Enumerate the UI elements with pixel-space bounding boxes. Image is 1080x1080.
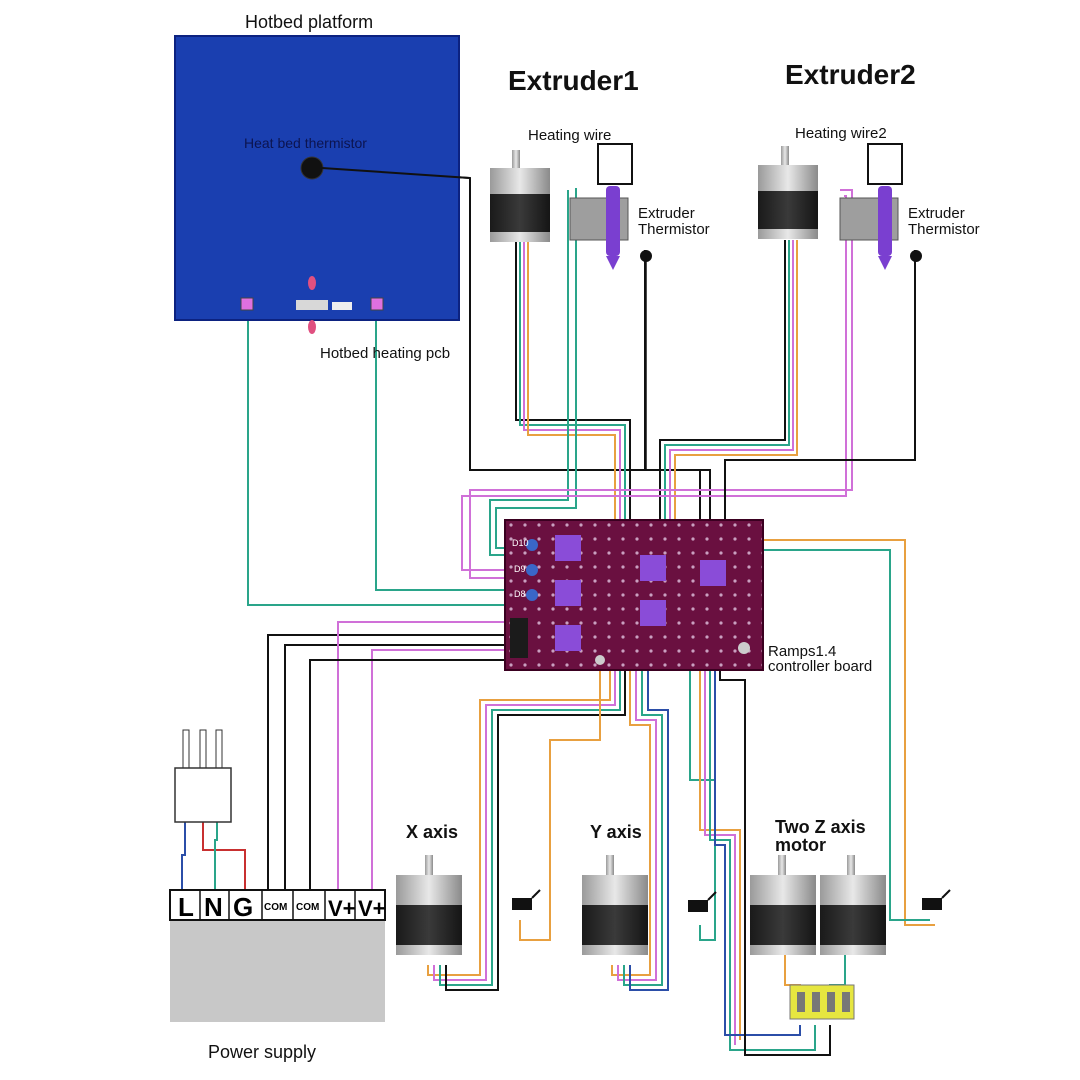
ramps-label-1: Ramps1.4 (768, 643, 836, 660)
extruder2-hotend (839, 143, 922, 270)
extruder1-title: Extruder1 (508, 65, 639, 96)
z-motor-splitter (789, 984, 855, 1020)
power-supply (169, 889, 386, 1022)
extruder2-title: Extruder2 (785, 59, 916, 90)
hotbed-heating-pcb-label: Hotbed heating pcb (320, 345, 450, 362)
extruder1-hotend (569, 143, 652, 470)
x-axis-label: X axis (406, 822, 458, 842)
z-axis-motor-2 (820, 855, 886, 955)
psu-terminals: L N G COM COM V+ V+ (178, 890, 386, 922)
heating-wire-label: Heating wire (528, 127, 611, 144)
terminal-v-plus-1: V+ (328, 896, 356, 921)
ramps-board (504, 519, 764, 671)
heating-wire2-label: Heating wire2 (795, 125, 887, 142)
terminal-l: L (178, 892, 194, 922)
extruder1-thermistor-label-2: Thermistor (638, 221, 710, 238)
board-d9-label: D9 (514, 564, 526, 574)
hotbed-platform-label: Hotbed platform (245, 12, 373, 32)
extruder2-thermistor-label-1: Extruder (908, 205, 965, 222)
y-axis-motor (582, 855, 648, 955)
board-d8-label: D8 (514, 589, 526, 599)
hotbed-platform (174, 35, 471, 334)
power-plug (174, 729, 232, 823)
y-axis-label: Y axis (590, 822, 642, 842)
board-d10-label: D10 (512, 538, 529, 548)
terminal-com-1: COM (264, 902, 287, 913)
heat-bed-thermistor-label: Heat bed thermistor (244, 135, 367, 151)
power-supply-label: Power supply (208, 1042, 316, 1062)
extruder1-thermistor-label-1: Extruder (638, 205, 695, 222)
z-axis-label-1: Two Z axis (775, 817, 866, 837)
terminal-g: G (233, 892, 253, 922)
z-axis-motor-1 (750, 855, 816, 955)
ramps-label-2: controller board (768, 658, 872, 675)
x-axis-motor (396, 855, 462, 955)
extruder2-motor (758, 146, 818, 239)
z-axis-label-2: motor (775, 835, 826, 855)
z-endstop (922, 889, 951, 910)
terminal-n: N (204, 892, 223, 922)
terminal-com-2: COM (296, 902, 319, 913)
wires (181, 167, 935, 1056)
x-endstop (512, 889, 541, 910)
terminal-v-plus-2: V+ (358, 896, 386, 921)
y-endstop (688, 891, 717, 912)
extruder2-thermistor-label-2: Thermistor (908, 221, 980, 238)
extruder1-motor (490, 150, 550, 242)
